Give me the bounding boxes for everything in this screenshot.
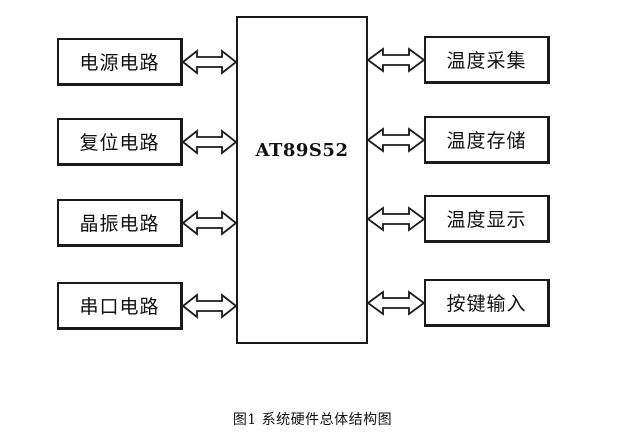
reset-circuit-label: 复位电路	[79, 132, 160, 154]
oscillator-circuit-block: 晶振电路	[57, 199, 183, 247]
arrow-mcu-keys	[366, 290, 426, 316]
arrow-reset-mcu	[181, 129, 238, 155]
oscillator-circuit-label: 晶振电路	[79, 213, 160, 235]
arrow-mcu-display	[366, 206, 426, 232]
arrow-mcu-storage	[366, 127, 426, 153]
mcu-block: AT89S52	[236, 16, 368, 344]
temp-display-block: 温度显示	[424, 195, 550, 243]
temp-storage-block: 温度存储	[424, 116, 550, 164]
reset-circuit-block: 复位电路	[57, 118, 183, 166]
arrow-serial-mcu	[181, 293, 238, 319]
serial-circuit-label: 串口电路	[79, 296, 160, 318]
temp-acquisition-label: 温度采集	[446, 50, 527, 72]
temp-storage-label: 温度存储	[446, 130, 527, 152]
key-input-label: 按键输入	[446, 293, 527, 315]
mcu-label: AT89S52	[255, 140, 349, 161]
power-circuit-label: 电源电路	[79, 52, 160, 74]
arrow-mcu-acquisition	[366, 47, 426, 73]
temp-acquisition-block: 温度采集	[424, 36, 550, 84]
serial-circuit-block: 串口电路	[57, 282, 183, 330]
arrow-oscillator-mcu	[181, 210, 238, 236]
temp-display-label: 温度显示	[446, 209, 527, 231]
arrow-power-mcu	[181, 49, 238, 75]
figure-caption: 图1 系统硬件总体结构图	[232, 412, 393, 428]
key-input-block: 按键输入	[424, 279, 550, 327]
power-circuit-block: 电源电路	[57, 38, 183, 86]
